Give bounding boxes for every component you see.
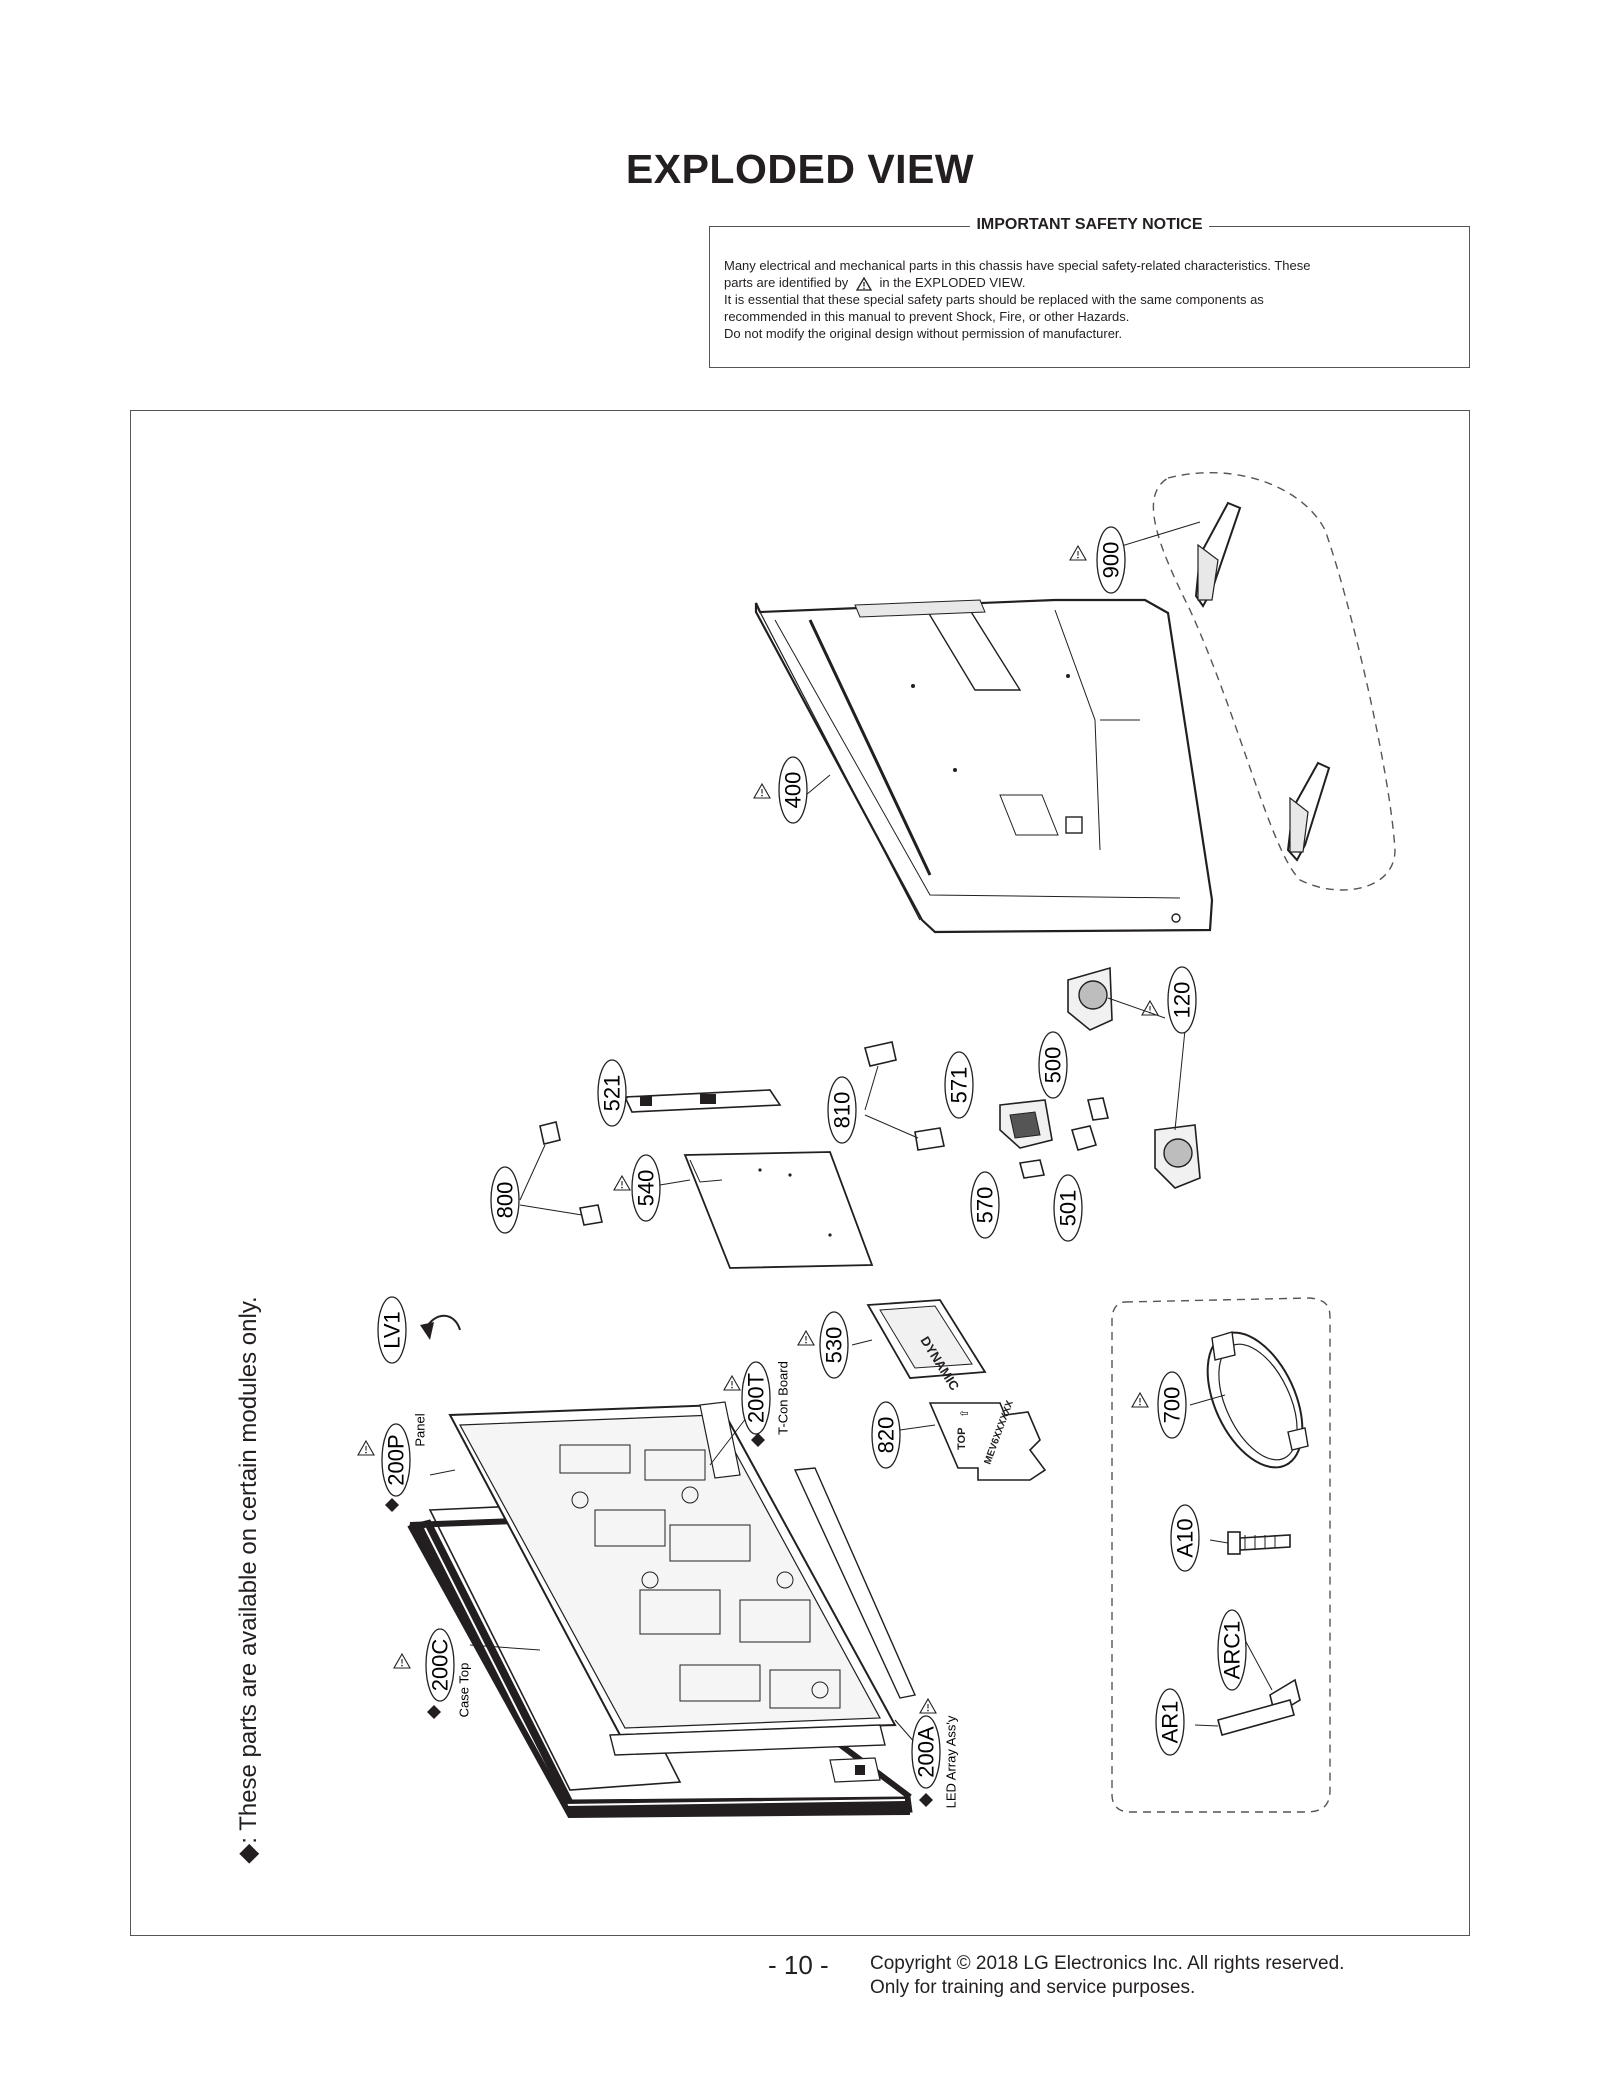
warning-triangle-icon xyxy=(855,276,872,291)
diamond-icon: ◆ xyxy=(232,1843,262,1864)
panel-assembly-200 xyxy=(407,1314,931,1819)
callout-570: 570 xyxy=(970,1171,1000,1239)
page-title: EXPLODED VIEW xyxy=(625,146,975,192)
side-note: ◆: These parts are available on certain … xyxy=(232,1296,263,1863)
callout-120: 120 xyxy=(1141,966,1197,1034)
main-board-540 xyxy=(659,1151,874,1269)
accessory-group xyxy=(1111,1297,1331,1813)
part-label: 800 xyxy=(493,1182,518,1219)
part-label: LV1 xyxy=(380,1311,405,1349)
callout-521: 521 xyxy=(597,1059,627,1127)
part-label: 900 xyxy=(1099,542,1124,579)
part-label: 200A xyxy=(914,1726,939,1778)
callout-800: 800 xyxy=(490,1166,520,1234)
page-number: - 10 - xyxy=(768,1950,829,1980)
callout-200p: 200P Panel xyxy=(357,1413,428,1512)
part-description: T-Con Board xyxy=(776,1361,791,1435)
copyright-line: Copyright © 2018 LG Electronics Inc. All… xyxy=(870,1953,1345,1974)
safety-notice-box: IMPORTANT SAFETY NOTICE Many electrical … xyxy=(709,216,1470,368)
callout-200c: 200C Case Top xyxy=(393,1628,472,1719)
callout-200t: 200T T-Con Board xyxy=(723,1361,791,1447)
part-label: 540 xyxy=(634,1170,659,1207)
callout-200a: 200A LED Array Ass'y xyxy=(911,1698,959,1808)
safety-notice-body: Many electrical and mechanical parts in … xyxy=(724,257,1455,342)
sheet-820: TOP ⇧ MEV6XXXXXX xyxy=(899,1399,1047,1481)
part-label: 200C xyxy=(428,1639,453,1692)
arrow-up-icon: ⇧ xyxy=(959,1409,971,1418)
callout-540: 540 xyxy=(613,1154,661,1222)
part-description: Panel xyxy=(413,1413,428,1446)
part-callouts: 900 400 120 521 810 571 500 xyxy=(357,526,1247,1808)
part-label: 200P xyxy=(384,1434,409,1485)
part-label: 810 xyxy=(830,1092,855,1129)
safety-notice-title: IMPORTANT SAFETY NOTICE xyxy=(970,216,1209,233)
part-label: 500 xyxy=(1041,1047,1066,1084)
notice-line: It is essential that these special safet… xyxy=(724,292,1264,307)
notice-line-part: parts are identified by xyxy=(724,275,849,290)
callout-lv1: LV1 xyxy=(377,1296,407,1364)
part-description: Case Top xyxy=(457,1663,472,1718)
callout-700: 700 xyxy=(1131,1371,1187,1439)
diagram-frame xyxy=(130,410,1470,1936)
copyright-line: Only for training and service purposes. xyxy=(870,1977,1196,1998)
part-label: 530 xyxy=(822,1327,847,1364)
part-label: 400 xyxy=(781,772,806,809)
part-description: LED Array Ass'y xyxy=(944,1715,959,1808)
part-label: 820 xyxy=(874,1417,899,1454)
speaker-group-120 xyxy=(1067,966,1201,1189)
power-board-530: DYNAMIC xyxy=(851,1299,987,1394)
notice-line: recommended in this manual to prevent Sh… xyxy=(724,309,1130,324)
side-note-text: : These parts are available on certain m… xyxy=(235,1296,262,1844)
callout-ar1: AR1 xyxy=(1155,1688,1185,1756)
part-label: A10 xyxy=(1173,1518,1198,1557)
callout-500: 500 xyxy=(1038,1031,1068,1099)
part-label: 571 xyxy=(947,1067,972,1104)
callout-arc1: ARC1 xyxy=(1217,1609,1247,1691)
top-label: TOP xyxy=(956,1428,968,1450)
callout-571: 571 xyxy=(944,1051,974,1119)
part-label: 501 xyxy=(1056,1190,1081,1227)
callout-530: 530 xyxy=(797,1311,849,1379)
callout-501: 501 xyxy=(1053,1174,1083,1242)
part-label: 200T xyxy=(744,1373,769,1423)
part-label: 700 xyxy=(1160,1387,1185,1424)
part-label: 570 xyxy=(973,1187,998,1224)
part-label: 521 xyxy=(600,1075,625,1112)
part-label: ARC1 xyxy=(1220,1621,1245,1680)
part-label: 120 xyxy=(1170,982,1195,1019)
callout-400: 400 xyxy=(753,756,808,824)
notice-line: parts are identified by in the EXPLODED … xyxy=(724,274,1455,291)
callout-a10: A10 xyxy=(1170,1504,1200,1572)
notice-line-part: in the EXPLODED VIEW. xyxy=(879,275,1026,290)
small-parts-group xyxy=(519,1041,1109,1226)
stand-group xyxy=(1114,471,1396,891)
notice-line: Many electrical and mechanical parts in … xyxy=(724,258,1311,273)
callout-810: 810 xyxy=(827,1076,857,1144)
copyright-block: Copyright © 2018 LG Electronics Inc. All… xyxy=(870,1952,1344,2000)
callout-900: 900 xyxy=(1069,526,1126,594)
back-cover-400 xyxy=(754,598,1214,934)
part-label: AR1 xyxy=(1158,1701,1183,1744)
notice-line: Do not modify the original design withou… xyxy=(724,326,1123,341)
callout-820: 820 xyxy=(871,1401,901,1469)
